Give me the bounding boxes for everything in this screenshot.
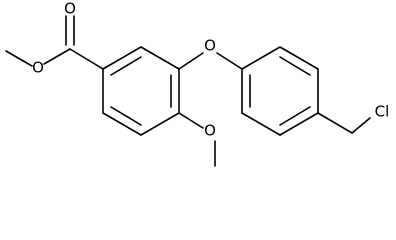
- ring2-bond-4: [279, 112, 319, 136]
- methoxy-oxygen-label: O: [204, 122, 216, 140]
- carbonyl-oxygen-label: O: [64, 0, 76, 18]
- ring1-bond-2: [140, 46, 180, 70]
- bond-ether-oxygen-ring2: [216, 52, 243, 70]
- bond-ester-oxygen-carbonyl-carbon: [43, 48, 71, 65]
- ring2-bond-2: [279, 46, 319, 70]
- ring2-inner-double-2: [279, 106, 311, 126]
- ring2-bond-1: [241, 46, 281, 70]
- ring1-inner-double-1: [110, 56, 142, 76]
- ring1-bond-1: [102, 46, 142, 70]
- atom-labels: O O O O Cl: [32, 0, 389, 140]
- ring2-bond-5: [241, 112, 281, 136]
- ring1-inner-double-3: [110, 106, 142, 126]
- chemical-structure-canvas: O O O O Cl: [5, 0, 389, 167]
- bond-ring1-methoxy-oxygen: [178, 112, 204, 129]
- molecule-diagram: O O O O Cl: [5, 0, 389, 167]
- ring1-bond-4: [140, 112, 180, 136]
- ether-oxygen-label: O: [204, 37, 216, 55]
- bond-ring2-chloromethyl-carbon: [317, 112, 353, 134]
- bond-chloromethyl-carbon-chlorine: [351, 117, 371, 134]
- chlorine-label: Cl: [375, 103, 390, 121]
- ring2-inner-double-1: [279, 56, 311, 76]
- ring1-bond-5: [102, 112, 142, 136]
- bond-methyl-ester-oxygen: [5, 50, 33, 67]
- ester-oxygen-label: O: [32, 59, 44, 77]
- bond-carbonyl-ring: [69, 48, 104, 70]
- bonds: [5, 15, 371, 167]
- bond-ring1-ether-oxygen: [178, 52, 204, 70]
